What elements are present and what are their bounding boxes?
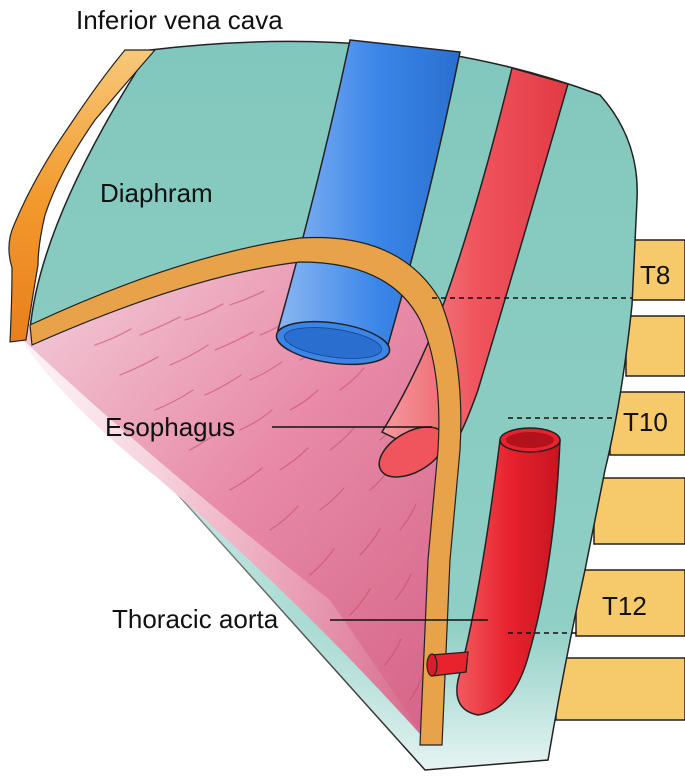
esophagus xyxy=(378,67,569,478)
label-inferior-vena-cava: Inferior vena cava xyxy=(76,5,283,35)
vertebra-t11 xyxy=(593,477,685,545)
label-t10: T10 xyxy=(623,407,668,437)
vertebral-column xyxy=(555,239,685,721)
vertebra-t12 xyxy=(575,569,685,637)
label-thoracic-aorta: Thoracic aorta xyxy=(112,604,279,634)
thoracic-aorta xyxy=(426,427,561,716)
label-t8: T8 xyxy=(640,260,670,290)
label-esophagus: Esophagus xyxy=(105,412,235,442)
label-t12: T12 xyxy=(602,591,647,621)
vertebra-l1 xyxy=(555,657,685,721)
vertebral-level-lines xyxy=(432,297,632,634)
diaphragm-left-rim xyxy=(8,49,157,343)
diaphragm-edge-band xyxy=(29,236,462,746)
label-diaphragm: Diaphram xyxy=(100,178,213,208)
vertebra-t9 xyxy=(625,315,685,377)
inferior-vena-cava xyxy=(275,39,461,366)
